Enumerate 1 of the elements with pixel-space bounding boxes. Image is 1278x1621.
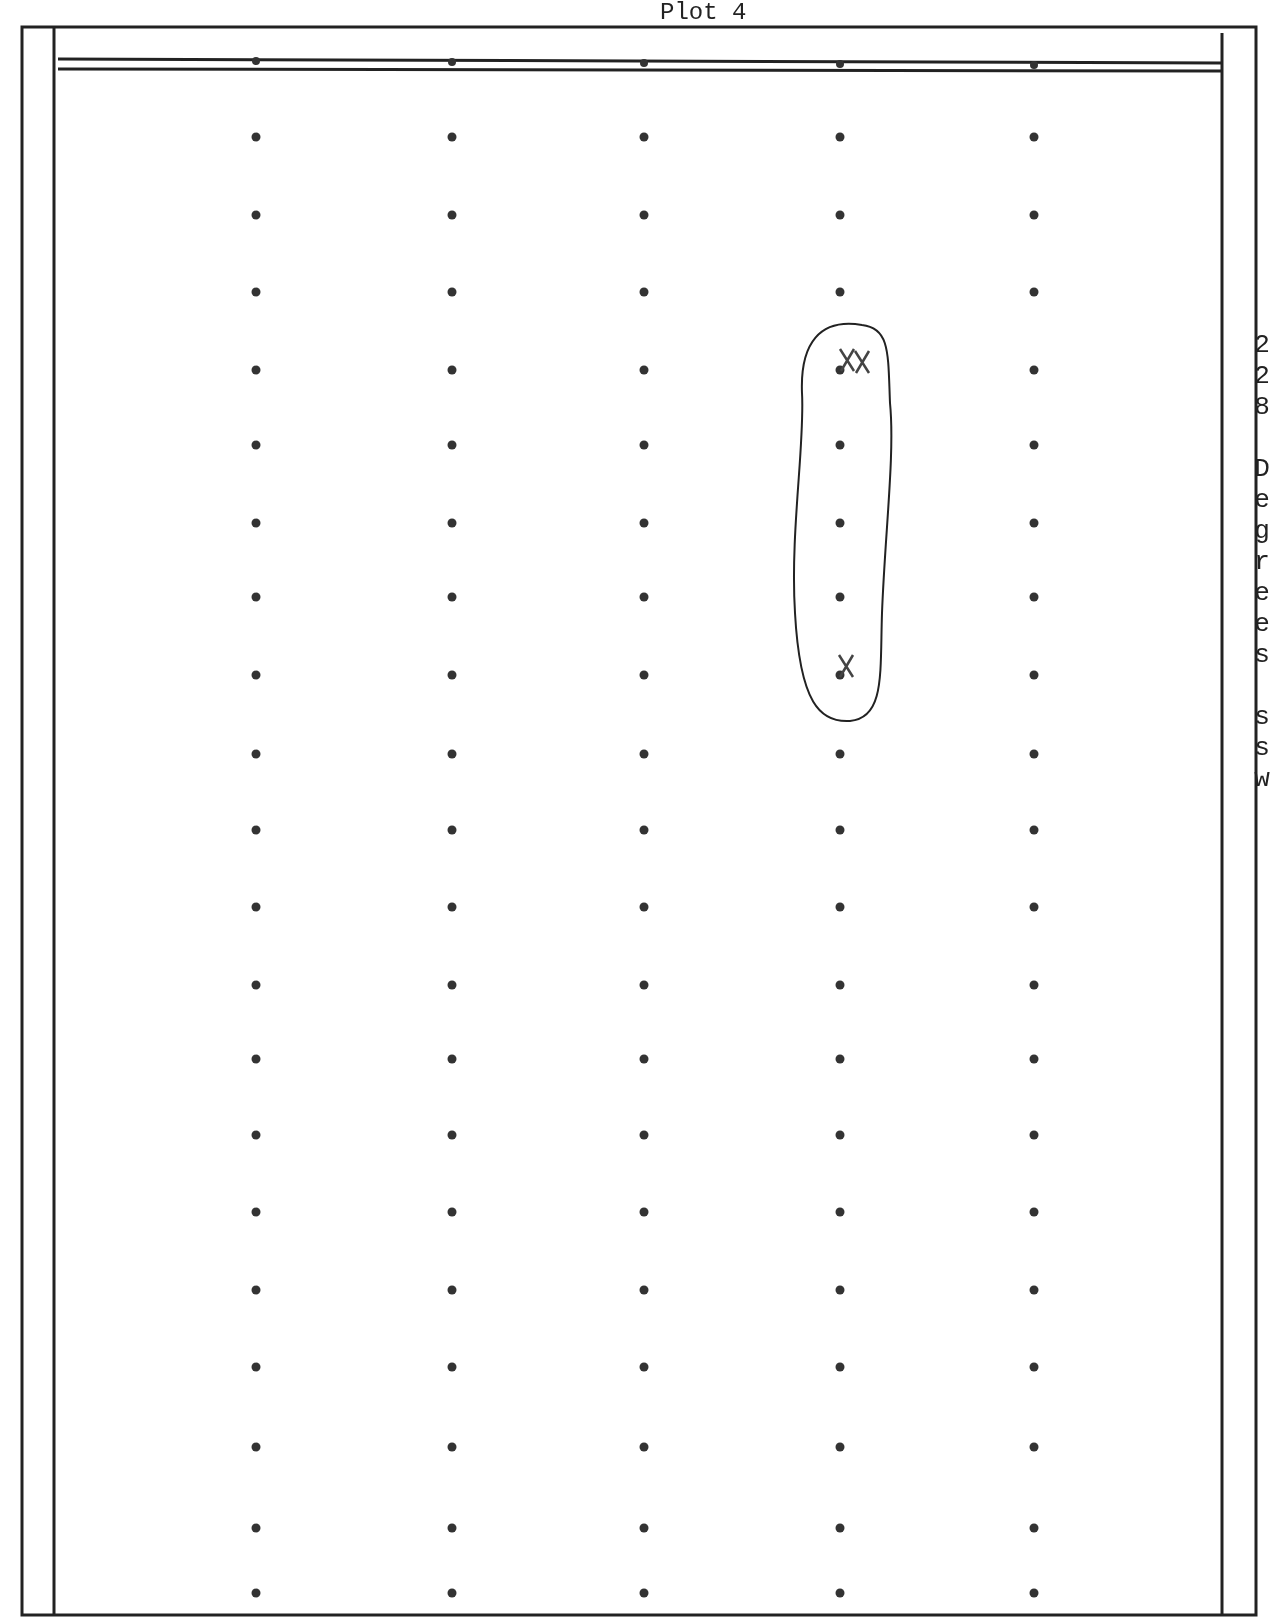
plot-title: Plot 4 (660, 0, 747, 26)
